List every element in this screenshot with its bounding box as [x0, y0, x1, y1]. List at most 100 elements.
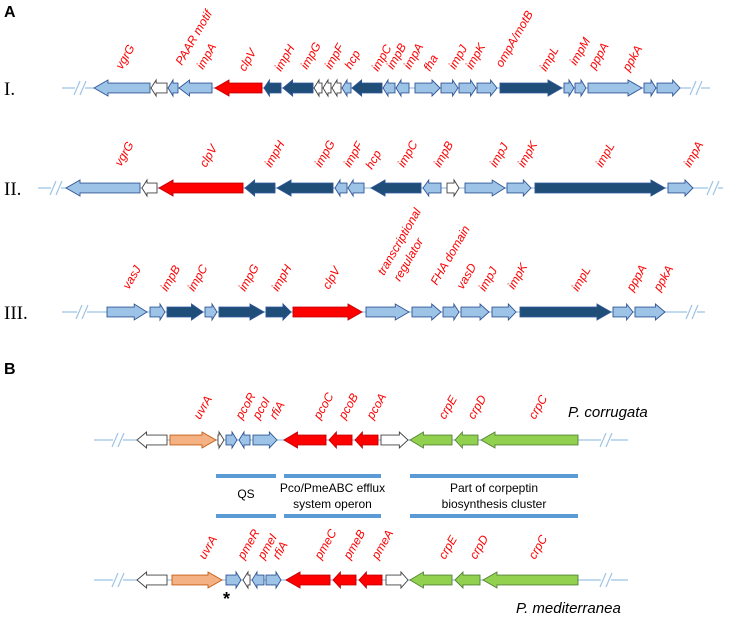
gene-arrow-paar-motif: [150, 78, 168, 98]
gene-arrow-impg: [218, 303, 265, 321]
gene-arrow-clpv: [158, 179, 244, 197]
row-III-break-mark: [685, 304, 699, 320]
gene-label-ompa-motb: ompA/motB: [492, 8, 535, 69]
group-label-crp: biosynthesis cluster: [442, 497, 547, 511]
gene-arrow-impl: [534, 179, 666, 197]
group-label-crp: Part of corpeptin: [450, 481, 538, 495]
asterisk-mark: *: [223, 589, 230, 609]
gene-label-pppa: pppA: [623, 262, 650, 294]
row-I-break-mark: [689, 80, 703, 96]
gene-arrow-impc: [351, 79, 383, 97]
gene-arrow-uvra: [171, 571, 223, 589]
gene-label-crpd: crpD: [464, 392, 489, 421]
species-label-p-corrugata: P. corrugata: [568, 404, 648, 421]
gene-arrow-unlabeled: [322, 78, 332, 98]
gene-label-impl: impL: [536, 44, 561, 74]
gene-label-impl: impL: [568, 264, 593, 294]
gene-arrow-crpd: [454, 570, 481, 590]
gene-arrow-impc: [166, 303, 204, 321]
gene-arrow-impb: [382, 78, 396, 98]
gene-label-pcob: pcoB: [335, 391, 361, 423]
gene-arrow-pcoi: [238, 430, 251, 450]
gene-arrow-fha: [414, 78, 441, 98]
gene-arrow-unlabeled: [136, 571, 168, 589]
gene-arrow-hcp: [331, 78, 342, 98]
gene-arrow-pcob: [328, 430, 353, 450]
gene-arrow-unlabeled: [446, 178, 460, 198]
gene-label-ppka: ppkA: [619, 43, 645, 75]
gene-arrow-imph: [263, 78, 282, 98]
gene-arrow-clpv: [292, 303, 363, 321]
gene-arrow-crpe: [409, 571, 453, 589]
gene-label-crpd: crpD: [466, 532, 491, 561]
gene-arrow-unlabeled: [217, 430, 225, 450]
gene-label-impa: impA: [680, 139, 706, 170]
gene-label-imph: impH: [268, 262, 294, 294]
row-II-break-mark: [706, 180, 720, 196]
gene-label-hcp: hcp: [362, 147, 384, 171]
gene-arrow-unlabeled: [136, 431, 168, 449]
gene-label-fha: fha: [420, 52, 441, 74]
gene-label-impg: impG: [311, 138, 337, 170]
gene-label-clpv: clpV: [196, 141, 220, 169]
gene-arrow-pppa: [574, 78, 587, 98]
gene-label-pmea: pmeA: [368, 527, 396, 562]
gene-label-impc: impC: [394, 138, 420, 170]
row-II-label: II.: [4, 179, 21, 200]
gene-arrow-rfia: [252, 430, 278, 450]
gene-arrow-pcoc: [283, 431, 327, 449]
gene-arrow-pcoa: [354, 430, 379, 450]
panel-letter-b: B: [4, 361, 16, 378]
gene-arrow-pppa: [612, 302, 634, 322]
species-label-p-mediterranea: P. mediterranea: [516, 600, 621, 617]
gene-arrow-impg: [282, 79, 314, 97]
row-III-break-mark: [75, 304, 89, 320]
gene-label-imph: impH: [261, 138, 287, 170]
gene-label-ppka: ppkA: [650, 263, 676, 295]
gene-label-clpv: clpV: [319, 263, 343, 291]
gene-arrow-pmei: [251, 570, 265, 590]
gene-arrow-pmec: [285, 571, 331, 589]
gene-arrow-impf: [313, 78, 323, 98]
gene-arrow-impg: [276, 179, 334, 197]
gene-arrow-impl: [519, 303, 612, 321]
gene-arrow-unlabeled: [656, 78, 681, 98]
gene-label-pcoa: pcoA: [363, 391, 389, 423]
gene-arrow-vgrg: [65, 179, 141, 197]
gene-arrow-vasd: [442, 302, 460, 322]
gene-arrow-imph: [244, 179, 276, 197]
gene-arrow-hcp: [347, 178, 365, 198]
gene-arrow-transcriptional-regulator: [365, 303, 410, 321]
gene-arrow-impa: [178, 79, 213, 97]
gene-arrow-clpv: [214, 79, 263, 97]
gene-arrow-fha-domain: [411, 303, 442, 321]
gene-arrow-impb: [422, 178, 442, 198]
gene-arrow-crpc: [482, 571, 579, 589]
gene-arrow-pcor: [225, 430, 238, 450]
gene-arrow-unlabeled: [242, 570, 251, 590]
gene-arrow-pmer: [225, 570, 242, 590]
gene-arrow-imph: [265, 302, 292, 322]
gene-arrow-impk: [506, 178, 532, 198]
gene-arrow-impf: [334, 178, 348, 198]
gene-label-uvra: uvrA: [195, 533, 219, 561]
gene-arrow-impm: [563, 78, 575, 98]
gene-arrow-impj: [460, 302, 490, 322]
gene-arrow-ppka: [587, 79, 643, 97]
group-label-pco: system operon: [293, 497, 372, 511]
gene-arrow-impk: [458, 78, 477, 98]
gene-label-pmeb: pmeB: [340, 527, 368, 562]
gene-arrow-crpd: [454, 430, 479, 450]
row-pmed-break-mark: [599, 572, 613, 588]
gene-label-vgrg: vgrG: [112, 42, 137, 72]
gene-label-vgrg: vgrG: [111, 139, 136, 169]
gene-label-impk: impK: [514, 138, 540, 170]
gene-label-uvra: uvrA: [190, 393, 214, 421]
row-I-label: I.: [4, 79, 15, 100]
gene-arrow-crpe: [409, 431, 453, 449]
gene-arrow-vgrg: [93, 79, 151, 97]
gene-arrow-unlabeled: [167, 78, 179, 98]
gene-arrow-impb: [149, 302, 166, 322]
gene-arrow-impj: [440, 78, 459, 98]
gene-label-vasj: vasJ: [119, 262, 144, 291]
